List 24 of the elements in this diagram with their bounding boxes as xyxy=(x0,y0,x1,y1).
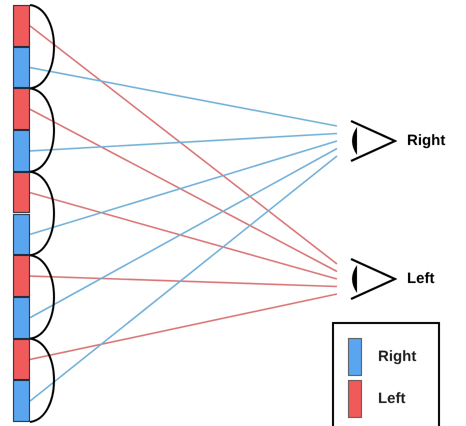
display-pixel xyxy=(13,255,30,297)
eye-label: Right xyxy=(407,130,446,151)
display-pixel xyxy=(13,5,30,47)
light-ray xyxy=(30,25,338,265)
display-pixel xyxy=(13,338,30,380)
light-ray xyxy=(30,293,338,360)
display-pixel xyxy=(13,214,30,256)
display-pixel xyxy=(13,296,30,339)
display-pixel xyxy=(13,130,30,172)
eye-label: Left xyxy=(407,268,434,289)
light-ray xyxy=(30,66,338,127)
light-ray xyxy=(30,192,338,280)
light-ray xyxy=(30,275,338,288)
light-ray xyxy=(30,108,338,272)
legend-label: Left xyxy=(378,388,406,409)
light-ray xyxy=(30,140,338,236)
light-ray xyxy=(30,132,338,152)
display-pixel xyxy=(13,46,30,88)
light-ray xyxy=(30,155,338,402)
light-ray xyxy=(30,148,338,318)
display-pixel xyxy=(13,380,30,422)
display-pixel xyxy=(13,172,30,214)
display-pixel xyxy=(13,88,30,130)
legend-label: Right xyxy=(378,346,416,367)
